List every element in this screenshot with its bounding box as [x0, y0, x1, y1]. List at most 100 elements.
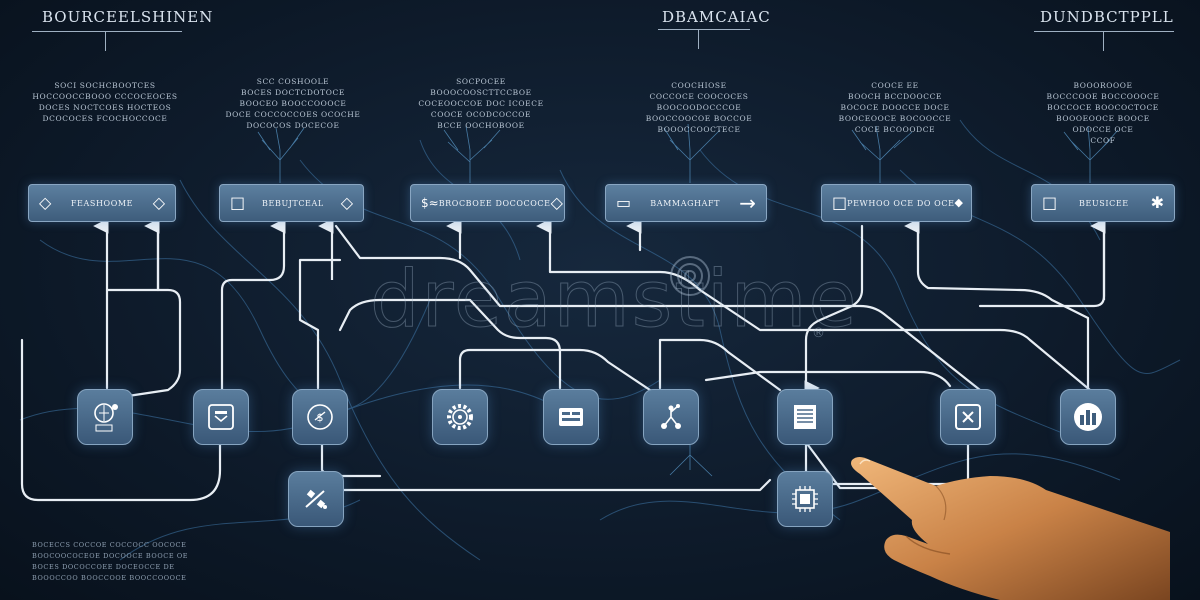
caption-line: COOCHIOSE: [671, 81, 727, 90]
node-circuit[interactable]: [777, 471, 833, 527]
node-chart[interactable]: [1060, 389, 1116, 445]
card-label: FEASHOOME: [70, 198, 134, 208]
header-right: DUNDBCTPPLL: [1040, 8, 1174, 26]
caption-1: SOCI SOCHCBOOTCES HOCCOOCCBOOO CCCOCEOCE…: [30, 80, 180, 124]
footer-line: BOOCOOCOCEOE DOCOOCE BOOCE OE: [32, 552, 189, 560]
card-4[interactable]: ▭ BAMMAGHAFT →: [605, 184, 767, 222]
vein-trees: [257, 123, 1119, 477]
caption-line: BOOCEOOCE BOCOOCCE: [838, 114, 952, 123]
globe-icon: [94, 403, 118, 432]
diamond-icon: ◆: [954, 196, 963, 209]
footer-text: BOCECCS COCCOE COCCOCC OOCOCE BOOCOOCOCE…: [32, 540, 232, 584]
caption-6: BOOOROOOE BOCCCOOE BOCCOOOCE BOCCOCE BOO…: [1028, 80, 1178, 146]
caption-line: BOCCOCE BOOCOCTOCE: [1047, 103, 1159, 112]
node-chat[interactable]: [193, 389, 249, 445]
header-center-rule: [658, 29, 750, 30]
hierarchy-icon: [661, 404, 681, 429]
card-label: BROCBOEE DOCOCOCE: [438, 198, 551, 208]
node-form[interactable]: [543, 389, 599, 445]
dollar-icon: $: [307, 404, 333, 430]
node-satellite[interactable]: [288, 471, 344, 527]
caption-line: BOCCCOOE BOCCOOOCE: [1046, 92, 1160, 101]
form-card-icon: [559, 408, 583, 426]
caption-line: BOOOROOOE: [1073, 81, 1133, 90]
caption-line: HOCCOOCCBOOO CCCOCEOCES: [32, 92, 178, 101]
card-3[interactable]: $≈ BROCBOEE DOCOCOCE ◇: [410, 184, 565, 222]
card-label: BAMMAGHAFT: [650, 198, 721, 208]
caption-line: BOOCOODOCCCOE: [656, 103, 742, 112]
watermark-logo-icon: [670, 256, 710, 296]
caption-2: SCC COSHOOLE BOCES DOCTCDOTOCE BOOCEO BO…: [218, 76, 368, 131]
close-box-icon: [955, 404, 981, 430]
watermark-registered-mark: ®: [812, 326, 825, 341]
caption-line: DOCE COCCOCCOES OCOCHE: [225, 110, 361, 119]
header-right-tick: [1103, 31, 1104, 51]
caption-line: BOCOCE DOOCCE DOCE: [840, 103, 950, 112]
caption-line: BCCE OOCHOBOOE: [437, 121, 525, 130]
chat-box-icon: [208, 404, 234, 430]
svg-text:$: $: [317, 411, 324, 424]
header-left-tick: [105, 31, 106, 51]
header-left: BOURCEELSHINEN: [42, 8, 214, 26]
currency-icon: $≈: [421, 196, 439, 210]
caption-line: SCC COSHOOLE: [256, 77, 330, 86]
caption-line: BOOCCOOCOE BOCCOE: [645, 114, 753, 123]
footer-line: BOOOCCOO BOOCCOOE BOOCCOOOCE: [32, 574, 187, 582]
node-gear[interactable]: [432, 389, 488, 445]
card-5[interactable]: □ PEWHOO OCE DO OCE ◆: [821, 184, 972, 222]
caption-line: DOCOCOS DOCECOE: [246, 121, 340, 130]
caption-5: COOCE EE BOOCH BCCDOOCCE BOCOCE DOOCCE D…: [820, 80, 970, 135]
footer-line: BOCECCS COCCOE COCCOCC OOCOCE: [32, 541, 187, 549]
diamond-icon: ◇: [152, 193, 165, 212]
caption-line: DOCES NOCTCOES HOCTEOS: [38, 103, 172, 112]
caption-line: CCOF: [1090, 136, 1116, 145]
caption-4: COOCHIOSE COCCOCE COOCOCES BOOCOODOCCCOE…: [624, 80, 774, 135]
square-icon: □: [1042, 193, 1058, 212]
node-document[interactable]: [777, 389, 833, 445]
circuit-chip-icon: [792, 486, 818, 512]
caption-line: COCEOOCCOE DOC ICOECE: [418, 99, 544, 108]
node-close[interactable]: [940, 389, 996, 445]
caption-line: DCOCOCES FCOCHOCCOCE: [42, 114, 168, 123]
chart-circle-icon: [1074, 403, 1102, 431]
caption-line: BOOCEO BOOCCOOOCE: [239, 99, 347, 108]
caption-line: COCE BCOOODCE: [854, 125, 936, 134]
card-label: PEWHOO OCE DO OCE: [847, 198, 955, 208]
card-1[interactable]: ◇ FEASHOOME ◇: [28, 184, 176, 222]
gear-icon: [447, 404, 473, 430]
caption-3: SOCPOCEE BOOOCOOSCTTCCBOE COCEOOCCOE DOC…: [406, 76, 556, 131]
document-icon: [794, 405, 816, 429]
monitor-icon: □: [230, 193, 246, 212]
diamond-icon: ◇: [39, 193, 52, 212]
caption-line: BOOOEOOCE BOOCE: [1056, 114, 1150, 123]
printer-icon: ▭: [616, 193, 632, 212]
caption-line: SOCI SOCHCBOOTCES: [54, 81, 156, 90]
satellite-icon: [305, 489, 327, 509]
header-center-tick: [698, 29, 699, 49]
node-globe[interactable]: [77, 389, 133, 445]
caption-line: COCCOCE COOCOCES: [649, 92, 749, 101]
window-icon: □: [832, 193, 848, 212]
caption-line: BOCES DOCTCDOTOCE: [241, 88, 345, 97]
card-label: BEUSICEE: [1079, 198, 1129, 208]
network-icon: ✱: [1150, 193, 1164, 212]
watermark-text: dreamstime: [370, 255, 859, 346]
caption-line: COOCE EE: [871, 81, 919, 90]
caption-line: SOCPOCEE: [456, 77, 506, 86]
header-left-rule: [32, 31, 182, 32]
node-dollar[interactable]: $: [292, 389, 348, 445]
card-6[interactable]: □ BEUSICEE ✱: [1031, 184, 1175, 222]
header-center: DBAMCAIAC: [662, 8, 771, 26]
pointing-hand-image: [851, 457, 1170, 600]
card-label: BEBUJTCEAL: [262, 198, 324, 208]
flow-arrows-up: [144, 218, 1106, 300]
diamond-icon: ◇: [340, 193, 353, 212]
caption-line: ODOCCE OCE: [1072, 125, 1134, 134]
node-hierarchy[interactable]: [643, 389, 699, 445]
caption-line: BOOCH BCCDOOCCE: [847, 92, 942, 101]
arrow-right-icon: →: [739, 191, 756, 215]
caption-line: BOOOCOOSCTTCCBOE: [430, 88, 532, 97]
caption-line: BOOOCCOOCTECE: [657, 125, 741, 134]
card-2[interactable]: □ BEBUJTCEAL ◇: [219, 184, 364, 222]
diamond-icon: ◇: [550, 193, 563, 212]
